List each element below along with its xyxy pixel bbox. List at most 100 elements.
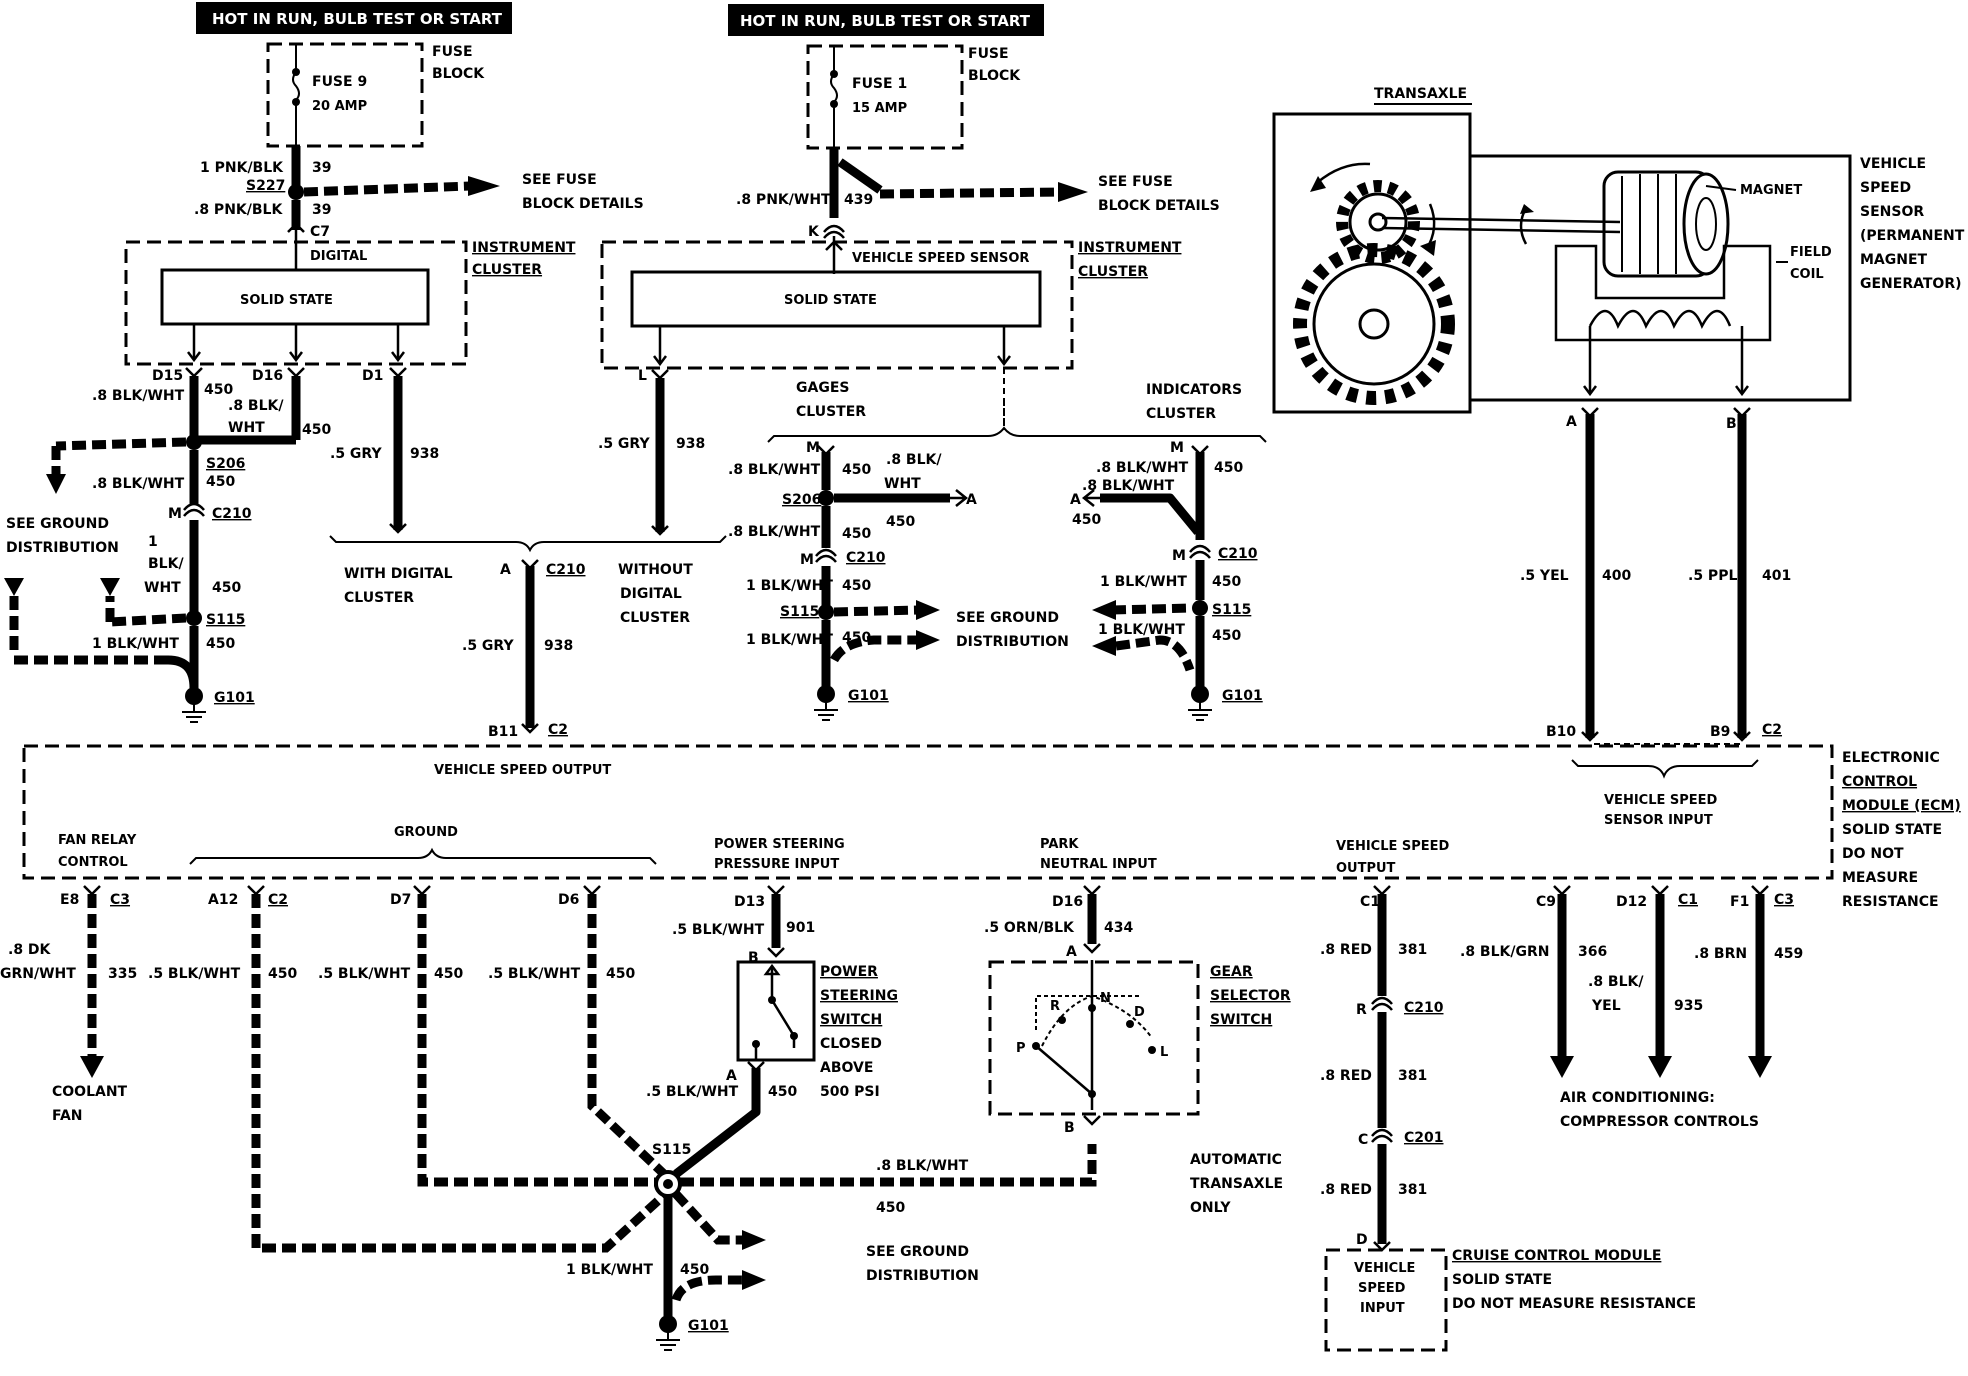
ecm-label-4: SOLID STATE — [1842, 822, 1942, 838]
ground-g101 — [659, 1315, 677, 1333]
field-coil-icon — [1554, 244, 1772, 342]
wire-label: GRN/WHT — [0, 966, 76, 982]
ground-arrow-icon — [742, 1270, 766, 1290]
gear-selector-box — [988, 960, 1200, 1116]
ground-arrow-icon — [1092, 600, 1116, 620]
gear-selector-icon — [1032, 960, 1156, 1110]
pin-b: B — [1726, 416, 1737, 432]
ecm-box — [22, 744, 1834, 880]
wire-label: .8 DK — [8, 942, 52, 958]
wire-label: .5 BLK/WHT — [488, 966, 581, 982]
pin-l: L — [638, 368, 647, 384]
pin-f1: F1 — [1730, 894, 1749, 910]
ps-input-2: PRESSURE INPUT — [714, 857, 839, 872]
ps-switch-4: CLOSED — [820, 1036, 882, 1052]
ac-label-1: AIR CONDITIONING: — [1560, 1090, 1715, 1106]
vss-label-2: SPEED — [1860, 180, 1911, 196]
solid-state-box-mid — [630, 270, 1042, 328]
with-digital-1: WITH DIGITAL — [344, 566, 453, 582]
indicators-cluster-1: INDICATORS — [1146, 382, 1242, 398]
ground-arrow-icon — [742, 1230, 766, 1250]
pin-a: A — [1566, 414, 1577, 430]
ps-switch-5: ABOVE — [820, 1060, 873, 1076]
transaxle-label: TRANSAXLE — [1374, 86, 1467, 102]
ground-label: G101 — [688, 1318, 729, 1334]
connector-c210: C210 — [1218, 546, 1258, 562]
ccm-label-1: CRUISE CONTROL MODULE — [1452, 1248, 1661, 1264]
circuit-number: 450 — [1212, 574, 1241, 590]
vehicle-speed-output-label: VEHICLE SPEED OUTPUT — [434, 763, 611, 778]
splice-s115 — [186, 610, 202, 626]
wire-label: .8 BLK/ — [886, 452, 942, 468]
wire-label: .8 BLK/WHT — [728, 462, 821, 478]
wire-label: 1 BLK/WHT — [92, 636, 179, 652]
see-fuse-right-2: BLOCK DETAILS — [1098, 198, 1220, 214]
connector-c3: C3 — [110, 892, 130, 908]
pin-d: D — [1356, 1232, 1368, 1248]
see-ground-left-1: SEE GROUND — [6, 516, 109, 532]
circuit-number: 450 — [268, 966, 297, 982]
instrument-cluster-left-box — [124, 240, 468, 366]
wire-label: .5 ORN/BLK — [984, 920, 1075, 936]
connector-r: R — [1356, 1002, 1367, 1018]
ccm-box-1: VEHICLE — [1354, 1261, 1415, 1276]
wire-label: .5 BLK/WHT — [646, 1084, 739, 1100]
circuit-number: 935 — [1674, 998, 1703, 1014]
auto-only-2: TRANSAXLE — [1190, 1176, 1283, 1192]
pin-e8: E8 — [60, 892, 79, 908]
ground-arrow-icon — [916, 630, 940, 650]
wire-label: .5 BLK/WHT — [318, 966, 411, 982]
connector-c201: C201 — [1404, 1130, 1444, 1146]
pin-d16: D16 — [252, 368, 283, 384]
switch-icon — [770, 966, 796, 1048]
circuit-number: 938 — [676, 436, 705, 452]
fuse9-amp: 20 AMP — [312, 99, 367, 114]
pin-a: A — [726, 1068, 737, 1084]
circuit-number: 381 — [1398, 942, 1427, 958]
pin-d12: D12 — [1616, 894, 1647, 910]
fuse9-symbol — [292, 71, 300, 101]
circuit-number: 450 — [1214, 460, 1243, 476]
fuse1-amp: 15 AMP — [852, 101, 907, 116]
circuit-number: 381 — [1398, 1068, 1427, 1084]
wire-label: WHT — [144, 580, 181, 596]
ps-switch-1: POWER — [820, 964, 878, 980]
svg-text:HOT IN RUN, BULB TEST OR START: HOT IN RUN, BULB TEST OR START — [740, 12, 1031, 30]
pin-b: B — [1064, 1120, 1075, 1136]
ccm-label-2: SOLID STATE — [1452, 1272, 1552, 1288]
arrow-icon — [1648, 1056, 1672, 1078]
connector-m: M — [1172, 548, 1186, 564]
connector-c: C — [1358, 1132, 1368, 1148]
solid-state-label: SOLID STATE — [240, 293, 333, 308]
pin-a: A — [1070, 492, 1081, 508]
connector-c210: C210 — [212, 506, 252, 522]
see-ground-mid-2: DISTRIBUTION — [956, 634, 1069, 650]
ground-arrow-icon — [100, 578, 120, 596]
pin-d1: D1 — [362, 368, 383, 384]
ground-label: G101 — [214, 690, 255, 706]
pin-b10: B10 — [1546, 724, 1576, 740]
pin-c1: C1 — [1360, 894, 1380, 910]
pin-d13: D13 — [734, 894, 765, 910]
wire-label: 1 BLK/WHT — [746, 632, 833, 648]
pin-c9: C9 — [1536, 894, 1556, 910]
wire-label: .5 GRY — [330, 446, 382, 462]
splice-label: S115 — [1212, 602, 1251, 618]
ground-g101 — [817, 685, 835, 703]
wire-label: .5 BLK/WHT — [148, 966, 241, 982]
splice-s227 — [288, 184, 304, 200]
wire-label: WHT — [228, 420, 265, 436]
cluster-label: INSTRUMENT — [472, 240, 576, 256]
see-ground-bottom-2: DISTRIBUTION — [866, 1268, 979, 1284]
gear-r: R — [1050, 999, 1060, 1014]
wire-label: .8 BLK/ — [1588, 974, 1644, 990]
ps-switch-2: STEERING — [820, 988, 898, 1004]
vs-output-2: OUTPUT — [1336, 861, 1396, 876]
splice-s115 — [818, 604, 834, 620]
circuit-number: 450 — [842, 462, 871, 478]
ecm-label-7: RESISTANCE — [1842, 894, 1939, 910]
with-digital-2: CLUSTER — [344, 590, 414, 606]
circuit-number: 39 — [312, 202, 331, 218]
splice-label: S227 — [246, 178, 285, 194]
wire-label: .8 RED — [1320, 1068, 1372, 1084]
